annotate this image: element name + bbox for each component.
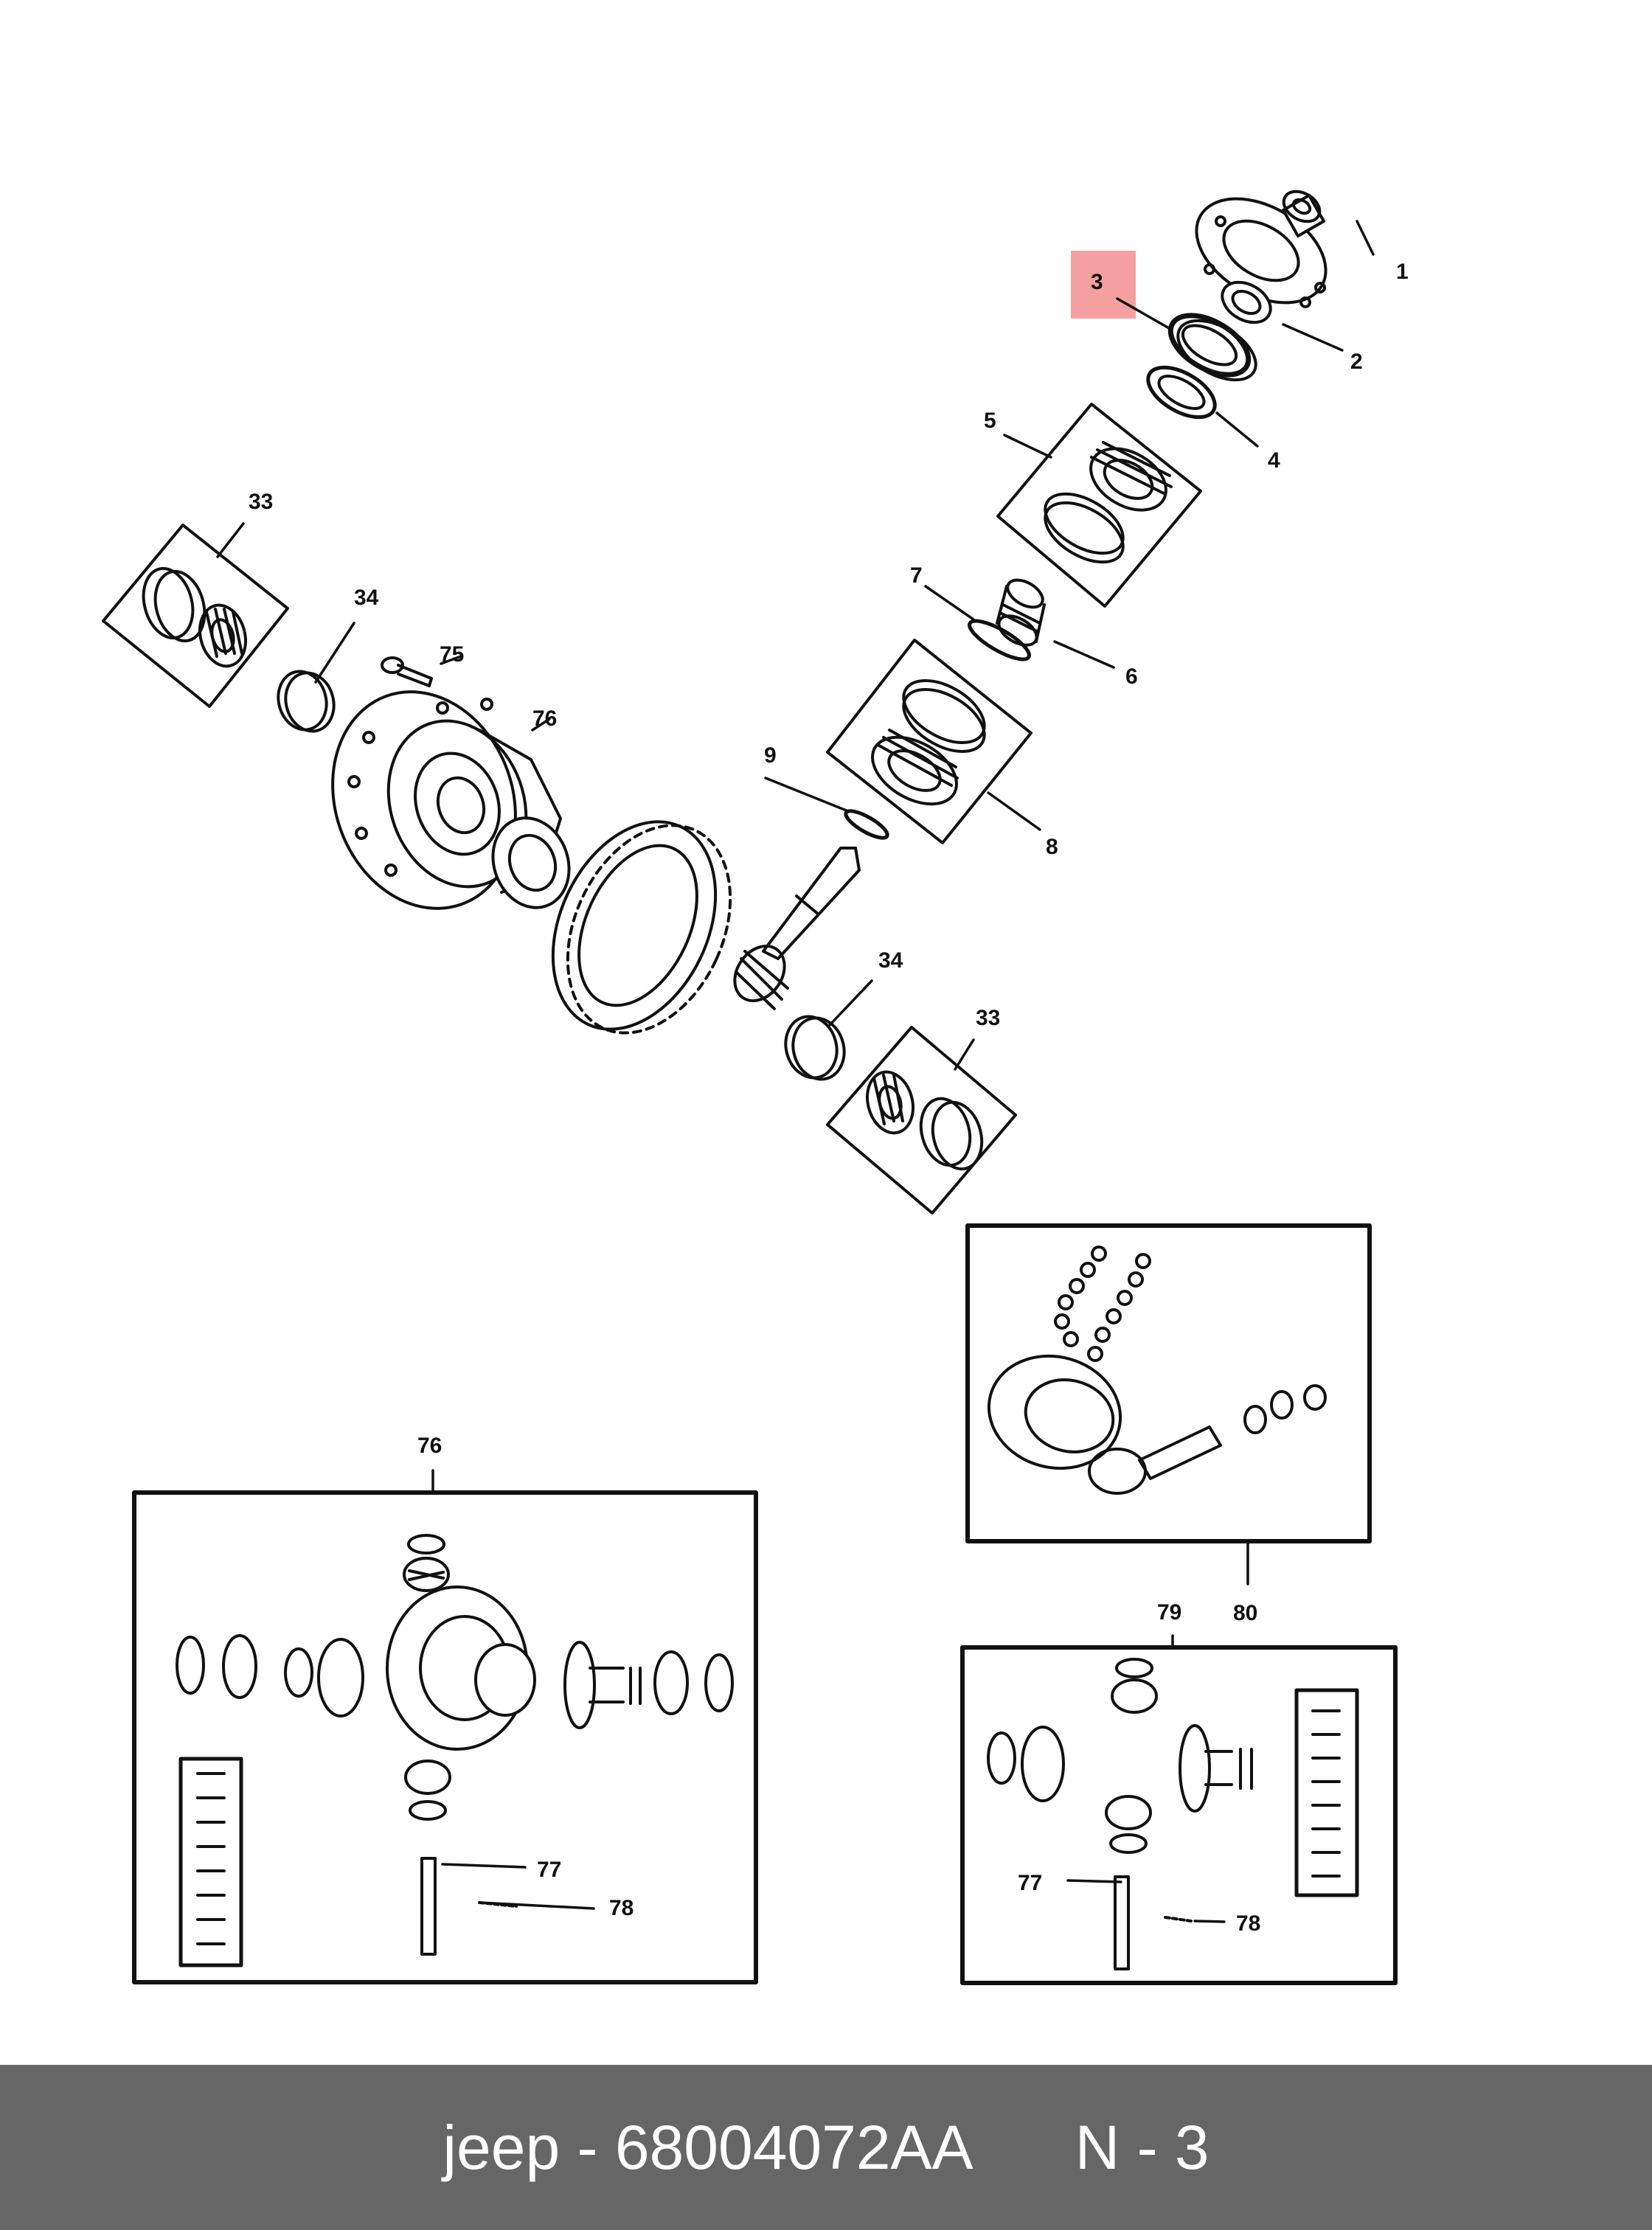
side-bearing-kit-right[interactable] (826, 1026, 1017, 1215)
gear-kit-bolts-group (1311, 1709, 1341, 1878)
callout-76-lower: 76 (417, 1434, 442, 1458)
pinion-flange-part[interactable] (1179, 178, 1344, 331)
callout-33-upper: 33 (249, 490, 273, 514)
front-bearing-kit[interactable] (996, 403, 1202, 608)
pinion-shim-part[interactable] (842, 806, 890, 842)
footer-reference: N - 3 (1075, 2112, 1210, 2182)
case-bolts-group (196, 1772, 226, 1945)
callout-labels: 1 2 3 4 5 6 7 8 9 33 33 34 34 75 76 76 7… (249, 260, 1409, 1936)
oil-slinger-part[interactable] (965, 614, 1034, 666)
callout-6: 6 (1125, 664, 1138, 689)
callout-2: 2 (1350, 350, 1363, 374)
callout-78-left: 78 (609, 1896, 634, 1920)
ring-gear-upper[interactable] (521, 796, 762, 1060)
callout-9: 9 (764, 743, 777, 768)
side-shim-right[interactable] (779, 1011, 850, 1086)
differential-case-box[interactable] (132, 1490, 758, 1984)
callout-7: 7 (910, 563, 923, 588)
leader-lines (216, 220, 1375, 1923)
callout-80: 80 (1233, 1601, 1257, 1625)
callout-33-lower: 33 (976, 1006, 1000, 1030)
kit-bolts (1054, 1246, 1151, 1362)
differential-case-upper[interactable] (303, 666, 581, 934)
callout-3: 3 (1091, 270, 1103, 294)
ring-pinion-kit-box[interactable] (965, 1223, 1372, 1543)
collapsible-spacer-part[interactable] (994, 574, 1047, 651)
pinion-gear-upper[interactable] (724, 847, 861, 1010)
pinion-seal-part[interactable] (1161, 303, 1266, 392)
highlight-marker (1071, 251, 1136, 319)
callout-78-right: 78 (1236, 1911, 1260, 1936)
callout-34-upper: 34 (354, 586, 379, 610)
side-bearing-kit-left[interactable] (102, 524, 289, 708)
footer-part-number: jeep - 68004072AA (442, 2112, 974, 2182)
footer-bar: jeep - 68004072AA N - 3 (0, 2065, 1652, 2230)
callout-77-left: 77 (537, 1858, 561, 1882)
callout-75: 75 (440, 642, 464, 667)
case-bolt-part[interactable] (381, 656, 433, 687)
callout-79: 79 (1157, 1600, 1181, 1625)
differential-gear-kit-box[interactable] (960, 1645, 1398, 1985)
callout-76-upper: 76 (532, 706, 557, 731)
side-shim-left[interactable] (272, 666, 341, 737)
callout-34-lower: 34 (878, 948, 903, 973)
callout-77-right: 77 (1018, 1871, 1042, 1895)
callout-1: 1 (1396, 260, 1409, 284)
rear-bearing-kit[interactable] (826, 639, 1032, 844)
exploded-parts-diagram: 1 2 3 4 5 6 7 8 9 33 33 34 34 75 76 76 7… (102, 178, 1409, 1985)
callout-5: 5 (984, 409, 996, 433)
callout-8: 8 (1046, 835, 1058, 859)
callout-4: 4 (1268, 448, 1280, 473)
washer-part[interactable] (1140, 357, 1224, 427)
